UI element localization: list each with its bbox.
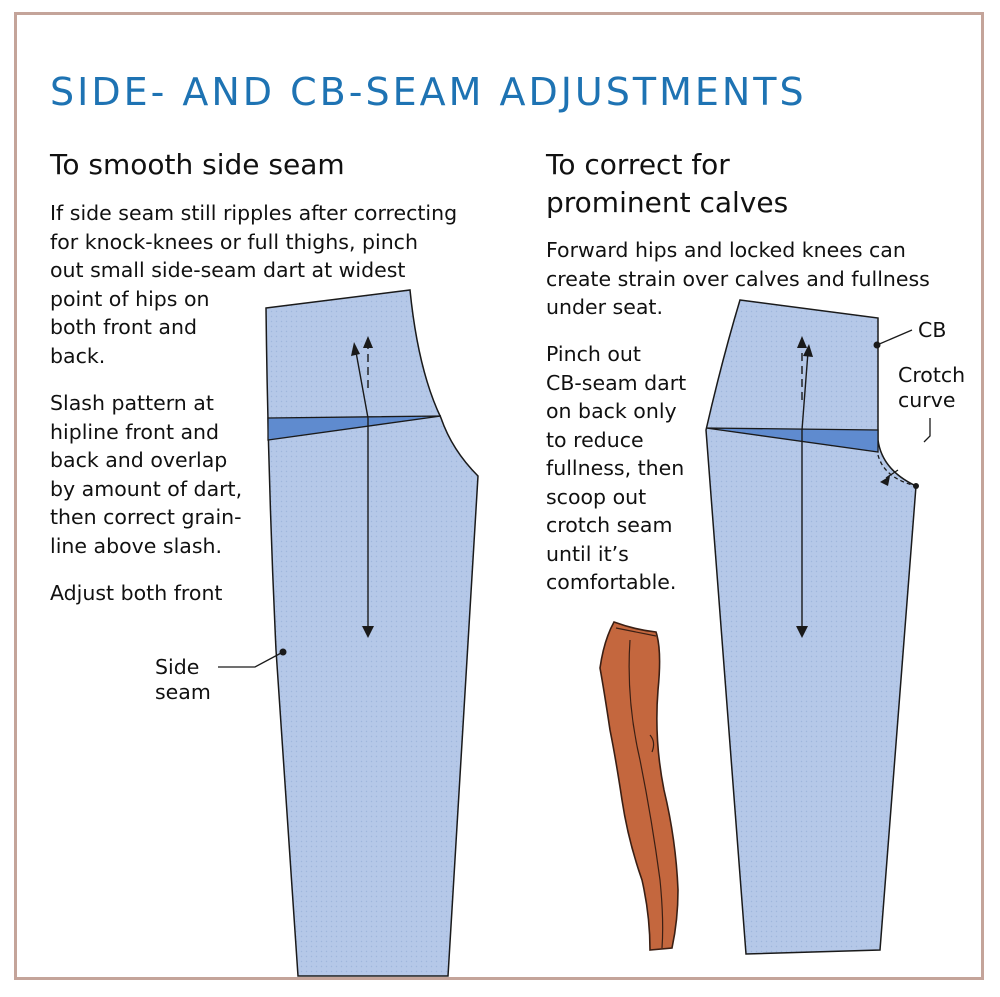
side-view-legs-figure bbox=[599, 621, 679, 951]
side-seam-leader-line bbox=[218, 651, 284, 668]
crotch-curve-label: Crotch curve bbox=[898, 363, 966, 412]
side-seam-dart-wedge bbox=[267, 415, 442, 441]
cb-leader-line bbox=[876, 329, 913, 346]
right-heading: To correct for prominent calves bbox=[546, 148, 789, 219]
right-paragraph-1: Forward hips and locked knees can create… bbox=[546, 238, 930, 319]
right-paragraph-2: Pinch out CB-seam dart on back only to r… bbox=[546, 342, 687, 594]
side-seam-label: Side seam bbox=[155, 655, 211, 704]
border-frame bbox=[14, 12, 984, 980]
cb-seam-dart-wedge bbox=[705, 427, 879, 453]
corrected-grainline-icon bbox=[355, 351, 369, 419]
left-paragraph-1: If side seam still ripples after correct… bbox=[50, 201, 458, 368]
crotch-curve-leader-line bbox=[923, 418, 931, 443]
left-paragraph-2: Slash pattern at hipline front and back … bbox=[50, 391, 243, 558]
cb-label: CB bbox=[918, 318, 947, 342]
left-paragraph-3: Adjust both front bbox=[50, 581, 223, 605]
front-pattern-piece bbox=[218, 289, 479, 977]
back-corrected-grainline-icon bbox=[801, 351, 809, 431]
page-title: SIDE- AND CB-SEAM ADJUSTMENTS bbox=[50, 70, 807, 114]
back-pattern-piece bbox=[705, 299, 931, 955]
left-heading: To smooth side seam bbox=[50, 148, 345, 181]
